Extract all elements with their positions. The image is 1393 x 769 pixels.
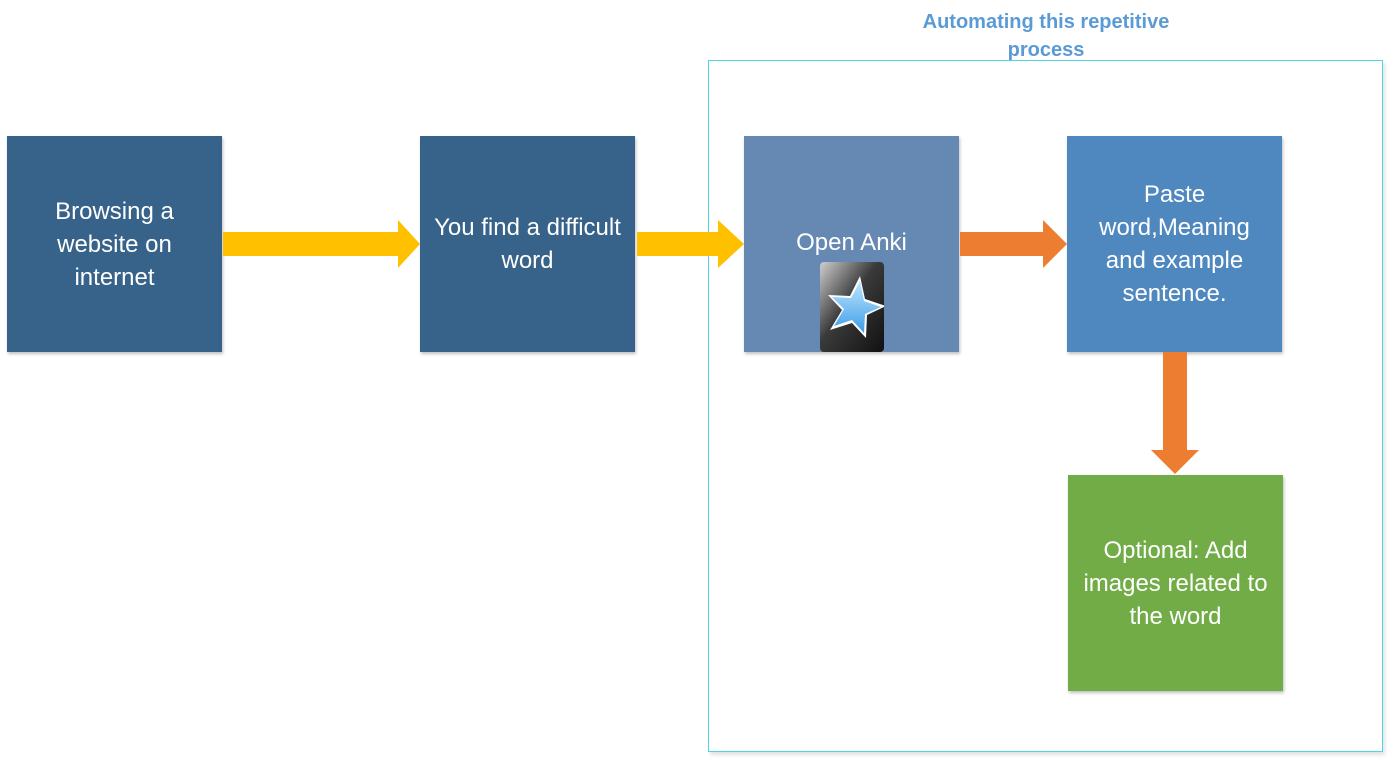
node-paste-label: Paste word,Meaning and example sentence. [1099,181,1250,307]
group-title: Automating this repetitive process [922,11,1170,61]
node-browsing: Browsing a website on internet [7,136,222,352]
node-optional-label: Optional: Add images related to the word [1083,536,1268,630]
node-find-word-label: You find a difficult word [434,214,621,274]
node-paste: Paste word,Meaning and example sentence. [1067,136,1282,352]
anki-star-icon [820,262,884,352]
node-find-word: You find a difficult word [420,136,635,352]
arrow-browsing-to-find [223,220,420,268]
automation-group-box [708,60,1383,752]
node-open-anki-label: Open Anki [796,229,907,256]
node-optional: Optional: Add images related to the word [1068,475,1283,691]
node-open-anki: Open Anki [744,136,959,352]
node-browsing-label: Browsing a website on internet [55,197,174,291]
